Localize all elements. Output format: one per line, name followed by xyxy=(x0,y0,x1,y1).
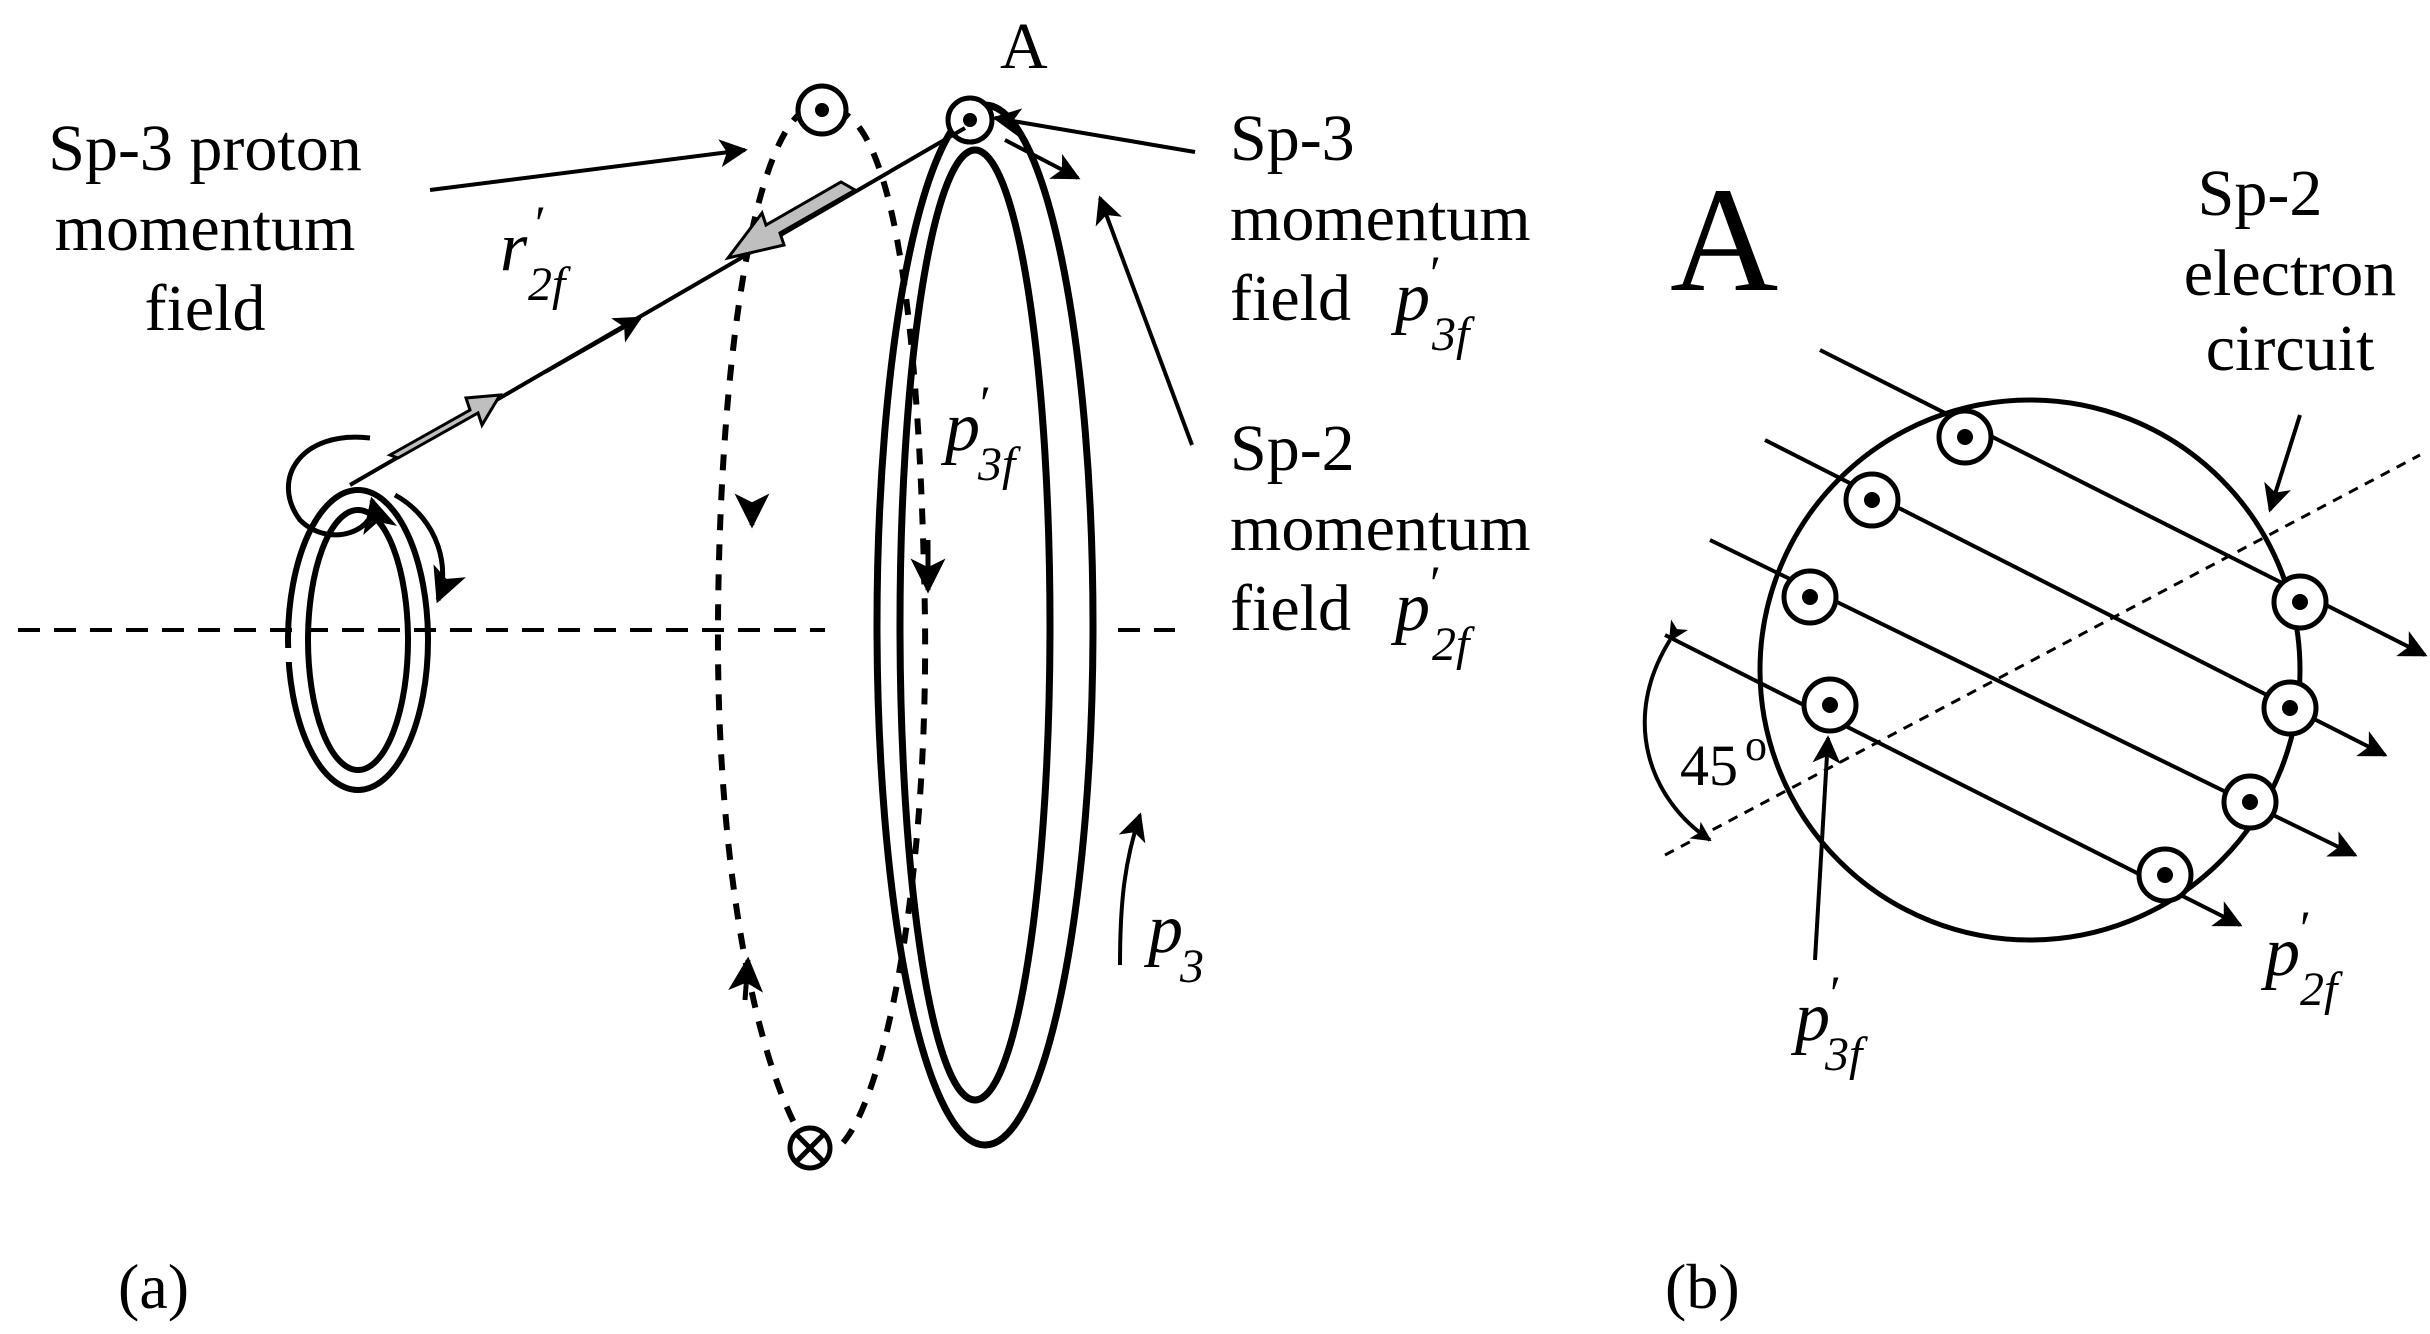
sp3-proton-field-loop xyxy=(714,107,929,1153)
caption-a: (a) xyxy=(118,1251,189,1322)
dot-symbol xyxy=(2221,773,2279,831)
circuit-label-line-3: circuit xyxy=(2206,312,2375,385)
svg-text:p: p xyxy=(1790,979,1830,1056)
field-out-of-page-symbol xyxy=(795,83,849,137)
dot-symbol xyxy=(2261,679,2319,737)
reference-dotted-line xyxy=(1664,453,2421,857)
p3f-leader-arrow xyxy=(1812,735,1841,961)
svg-text:3f: 3f xyxy=(1431,308,1475,361)
panel-b: A Sp-2 electron circuit xyxy=(1642,157,2428,1322)
field-into-page-symbol xyxy=(787,1125,833,1171)
panel-a: A Sp-3 proton momentum field r ′ 2f Sp-3… xyxy=(18,10,1531,1322)
circuit-label-line-1: Sp-2 xyxy=(2198,157,2323,230)
sp3-label-line-1: Sp-3 xyxy=(1230,102,1355,175)
ring-top-arrow xyxy=(1004,138,1081,180)
svg-text:′: ′ xyxy=(1430,245,1441,301)
svg-text:field: field xyxy=(1230,572,1351,645)
svg-text:′: ′ xyxy=(535,195,546,251)
angle-label: 45 o xyxy=(1680,721,1767,798)
svg-text:′: ′ xyxy=(980,375,991,431)
sp3-label-line-2: momentum xyxy=(1230,182,1531,255)
dot-symbol xyxy=(1801,676,1859,734)
svg-text:p: p xyxy=(940,389,980,466)
sp2-label-line-3: field p ′ 2f xyxy=(1230,555,1475,671)
dot-symbol xyxy=(1936,408,1994,466)
large-ring xyxy=(873,101,1097,1149)
p2f-field-lines xyxy=(1664,348,2428,927)
sp3-field-leader xyxy=(992,108,1196,154)
svg-text:p: p xyxy=(1143,891,1183,968)
svg-text:′: ′ xyxy=(1430,555,1441,611)
svg-text:2f: 2f xyxy=(2300,963,2343,1016)
r2f-vector xyxy=(348,126,967,487)
svg-text:2f: 2f xyxy=(528,258,571,311)
p3f-label: p ′ 3f xyxy=(1790,965,1868,1081)
sp2-field-leader xyxy=(1095,195,1194,446)
proton-field-label-line-1: Sp-3 proton xyxy=(48,112,362,185)
p3-label: p 3 xyxy=(1143,891,1204,993)
p3f-inner-label: p ′ 3f xyxy=(940,375,1021,491)
p2f-label: p ′ 2f xyxy=(2260,900,2343,1016)
svg-text:′: ′ xyxy=(1830,965,1841,1021)
p3-arrow xyxy=(1118,812,1146,966)
dot-symbol xyxy=(2136,846,2194,904)
r2f-label: r ′ 2f xyxy=(500,195,571,311)
circuit-leader-arrow xyxy=(2264,414,2302,513)
small-ring-rotation-arrows xyxy=(286,434,466,604)
svg-text:field: field xyxy=(1230,262,1351,335)
svg-text:3f: 3f xyxy=(977,438,1021,491)
leader-arrows xyxy=(429,108,1196,966)
svg-text:p: p xyxy=(2260,914,2300,991)
svg-text:p: p xyxy=(1390,259,1430,336)
outward-gray-arrow xyxy=(386,393,503,460)
point-a-label: A xyxy=(1000,10,1048,83)
proton-field-label-line-2: momentum xyxy=(55,192,356,265)
svg-text:3: 3 xyxy=(1179,940,1204,993)
angle-arc xyxy=(1642,619,1712,842)
panel-b-title-a: A xyxy=(1670,157,1778,323)
electron-circuit-circle xyxy=(1757,397,2303,943)
svg-text:p: p xyxy=(1390,569,1430,646)
svg-text:45: 45 xyxy=(1680,733,1738,798)
svg-text:o: o xyxy=(1745,721,1767,770)
dot-symbol xyxy=(1843,471,1901,529)
sp2-label-line-2: momentum xyxy=(1230,492,1531,565)
svg-text:′: ′ xyxy=(2300,900,2311,956)
svg-text:3f: 3f xyxy=(1824,1028,1868,1081)
caption-b: (b) xyxy=(1665,1251,1740,1322)
circuit-label-line-2: electron xyxy=(2184,237,2397,310)
svg-text:2f: 2f xyxy=(1432,618,1475,671)
proton-field-leader xyxy=(429,139,748,192)
circuit-dot-symbols xyxy=(1781,408,2329,904)
sp3-label-line-3: field p ′ 3f xyxy=(1230,245,1475,361)
svg-text:r: r xyxy=(500,209,528,286)
proton-field-label-line-3: field xyxy=(145,272,266,345)
sp2-label-line-1: Sp-2 xyxy=(1230,412,1355,485)
small-ring xyxy=(280,487,431,793)
inward-gray-arrow xyxy=(724,180,859,261)
dot-symbol xyxy=(1781,568,1839,626)
sp3-proton-field-loop-arrows xyxy=(728,493,946,1001)
dot-symbol xyxy=(2271,573,2329,631)
